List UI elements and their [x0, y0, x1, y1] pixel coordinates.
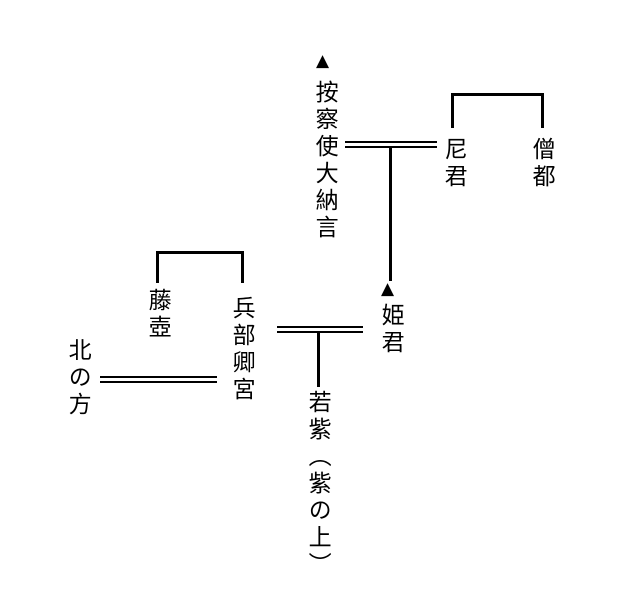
- triangle-marker-himegimi: ▲: [381, 279, 395, 299]
- marriage-line-kitanokata-hyobukyo: [100, 376, 217, 383]
- label-hyobukyo-no-miya: 兵部卿宮: [228, 296, 255, 404]
- label-amagimi: 尼君: [440, 137, 467, 191]
- label-fujitsubo: 藤壺: [144, 288, 171, 342]
- label-azechi-dainagon: 按察使大納言: [311, 80, 338, 242]
- marriage-line-hyobukyo-himegimi: [277, 326, 363, 333]
- sibling-bracket-fujitsubo-hyobukyo: [156, 251, 244, 283]
- label-souzu: 僧都: [528, 137, 555, 191]
- marriage-line-azechi-amagimi: [345, 141, 437, 148]
- descent-line-wakamurasaki: [317, 333, 320, 387]
- label-himegimi: 姫君: [377, 303, 404, 357]
- label-wakamurasaki: 若紫（紫の上）: [304, 390, 331, 579]
- sibling-bracket-amagimi-souzu: [451, 93, 544, 128]
- label-kitanokata: 北の方: [64, 338, 91, 419]
- descent-line-himegimi: [389, 148, 392, 281]
- triangle-marker-azechi: ▲: [316, 51, 330, 71]
